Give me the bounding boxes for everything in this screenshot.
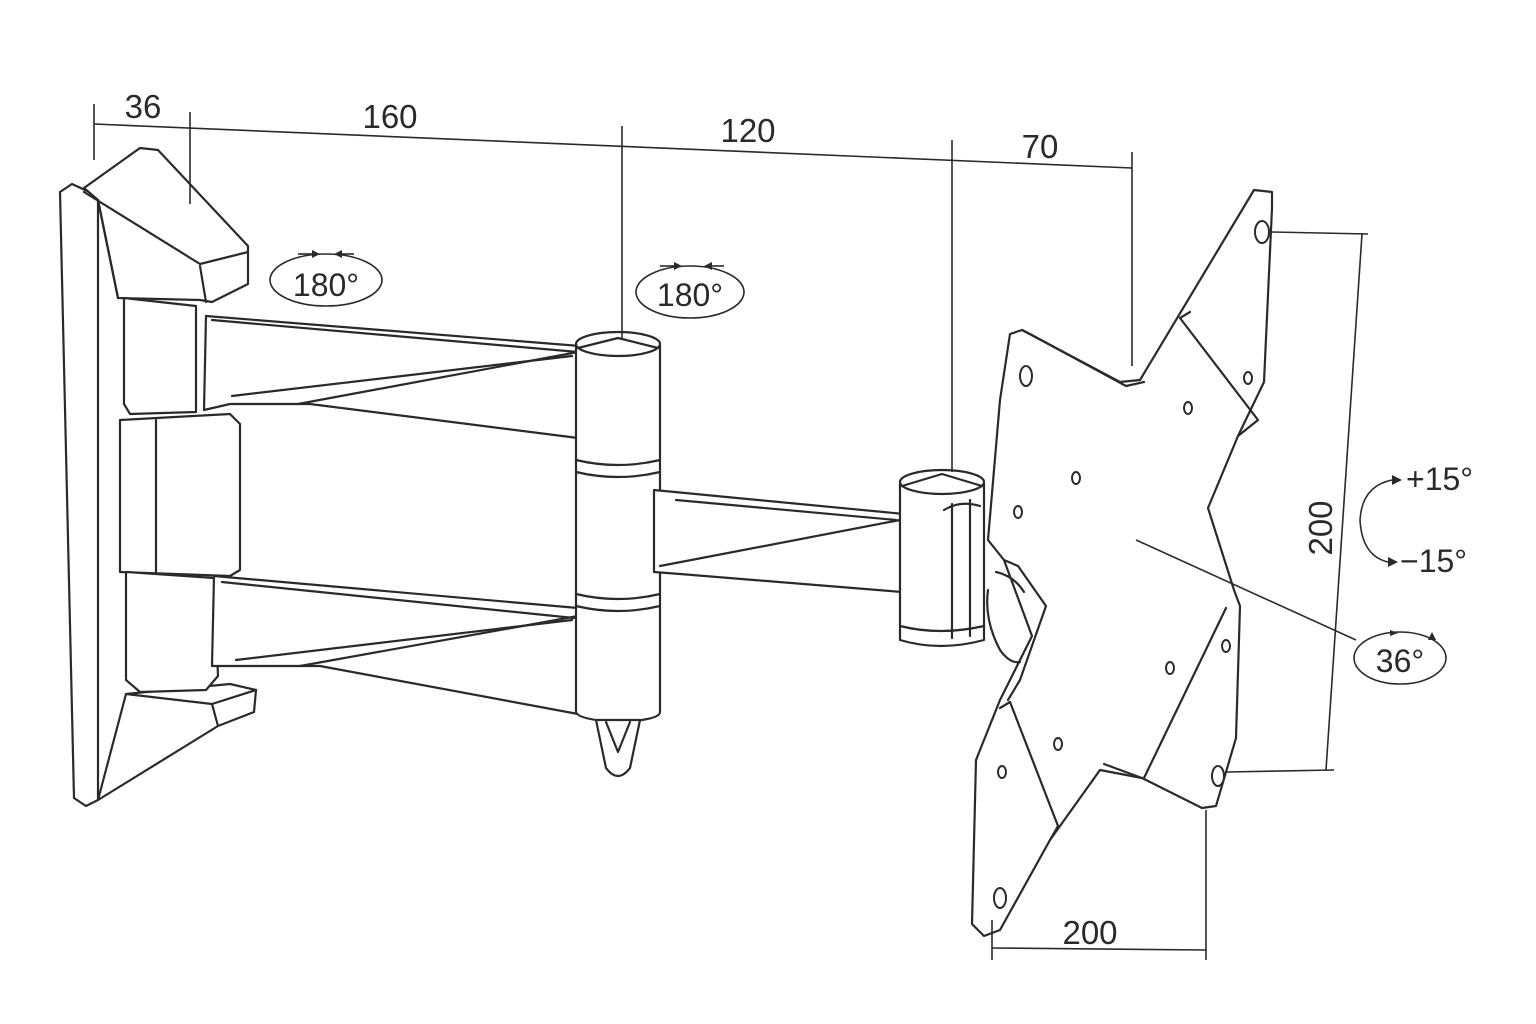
dimension-arm-second: 120: [720, 112, 775, 149]
rotation-indicators: [269, 250, 1447, 685]
tilt-down-label: −15°: [1400, 543, 1467, 579]
wall-plate: [58, 146, 258, 808]
first-arm-lower: [210, 574, 580, 716]
dimension-head-depth: 70: [1022, 128, 1059, 165]
dimension-wall-depth: 36: [125, 88, 162, 125]
head-joint: [898, 468, 986, 648]
wall-hinge: [118, 296, 242, 694]
elbow-swivel-label: 180°: [657, 277, 723, 313]
rotation-labels: 180° 180° +15° −15° 36°: [293, 267, 1473, 679]
dimension-labels: 36 160 120 70 200 200: [125, 88, 1339, 951]
second-arm: [652, 488, 906, 594]
elbow-joint: [574, 330, 662, 778]
dimension-vesa-vertical: 200: [1302, 500, 1339, 555]
vesa-plate: [970, 188, 1274, 938]
wall-swivel-label: 180°: [293, 267, 359, 303]
dimension-arm-first: 160: [362, 98, 417, 135]
dimension-vesa-horizontal: 200: [1062, 914, 1117, 951]
first-arm-upper: [202, 314, 582, 440]
rotate-label: 36°: [1376, 643, 1424, 679]
tilt-up-label: +15°: [1406, 461, 1473, 497]
dimension-lines: [93, 104, 1369, 960]
